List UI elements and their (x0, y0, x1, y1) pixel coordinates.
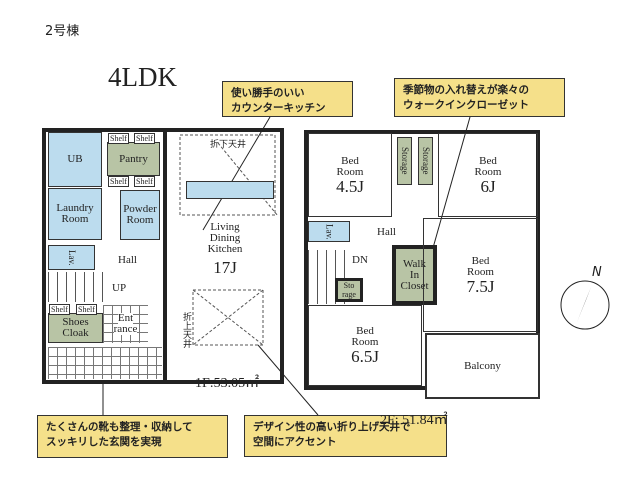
callout-ceiling: デザイン性の高い折り上げ天井で空間にアクセント (244, 415, 447, 457)
callout-kitchen: 使い勝手のいいカウンターキッチン (222, 81, 353, 117)
shelf-label: Shelf (134, 133, 155, 144)
stairs-up-label: UP (112, 282, 127, 294)
compass-north-label: N (592, 265, 602, 280)
leader-line-ceiling (257, 344, 319, 416)
room-pantry: Pantry (107, 142, 160, 176)
leader-line-closet (430, 116, 471, 256)
porch (48, 347, 162, 379)
room-toilet: Lav. (48, 245, 95, 270)
layout-type: 4LDK (108, 62, 177, 92)
floor1-area: 1F:53.05㎡ (195, 376, 260, 391)
shelf-label: Shelf (49, 304, 70, 315)
floor2-area: 2F: 51.84㎡ (380, 413, 448, 428)
callout-closet: 季節物の入れ替えが楽々のウォークインクローゼット (394, 78, 565, 117)
stairs-up (48, 272, 110, 302)
ceiling-down-outline (217, 142, 279, 217)
storage-2: Storage (418, 137, 433, 185)
room-hall: Hall (118, 254, 137, 266)
room-hall-2f: Hall (377, 226, 396, 238)
ceiling-up-label: 折上天井 (181, 312, 191, 348)
room-toilet-2f: Lav. (308, 221, 350, 242)
floor2-outline (304, 130, 540, 270)
stairs-down-label: DN (352, 254, 368, 266)
shelf-label: Shelf (108, 133, 129, 144)
shelf-label: Shelf (134, 176, 155, 187)
building-label: 2号棟 (45, 24, 80, 39)
ceiling-up-outline (192, 289, 264, 346)
storage-1: Storage (397, 137, 412, 185)
room-ub: UB (48, 132, 102, 187)
shelf-label: Shelf (108, 176, 129, 187)
leader-line-kitchen (202, 116, 271, 231)
balcony: Balcony (425, 333, 540, 399)
shelf-label: Shelf (76, 304, 97, 315)
compass-circle (560, 280, 610, 330)
callout-entrance: たくさんの靴も整理・収納してスッキリした玄関を実現 (37, 415, 228, 458)
compass-needle (577, 287, 591, 322)
ceiling-down-label: 折下天井 (210, 140, 247, 150)
kitchen-counter (186, 181, 274, 199)
